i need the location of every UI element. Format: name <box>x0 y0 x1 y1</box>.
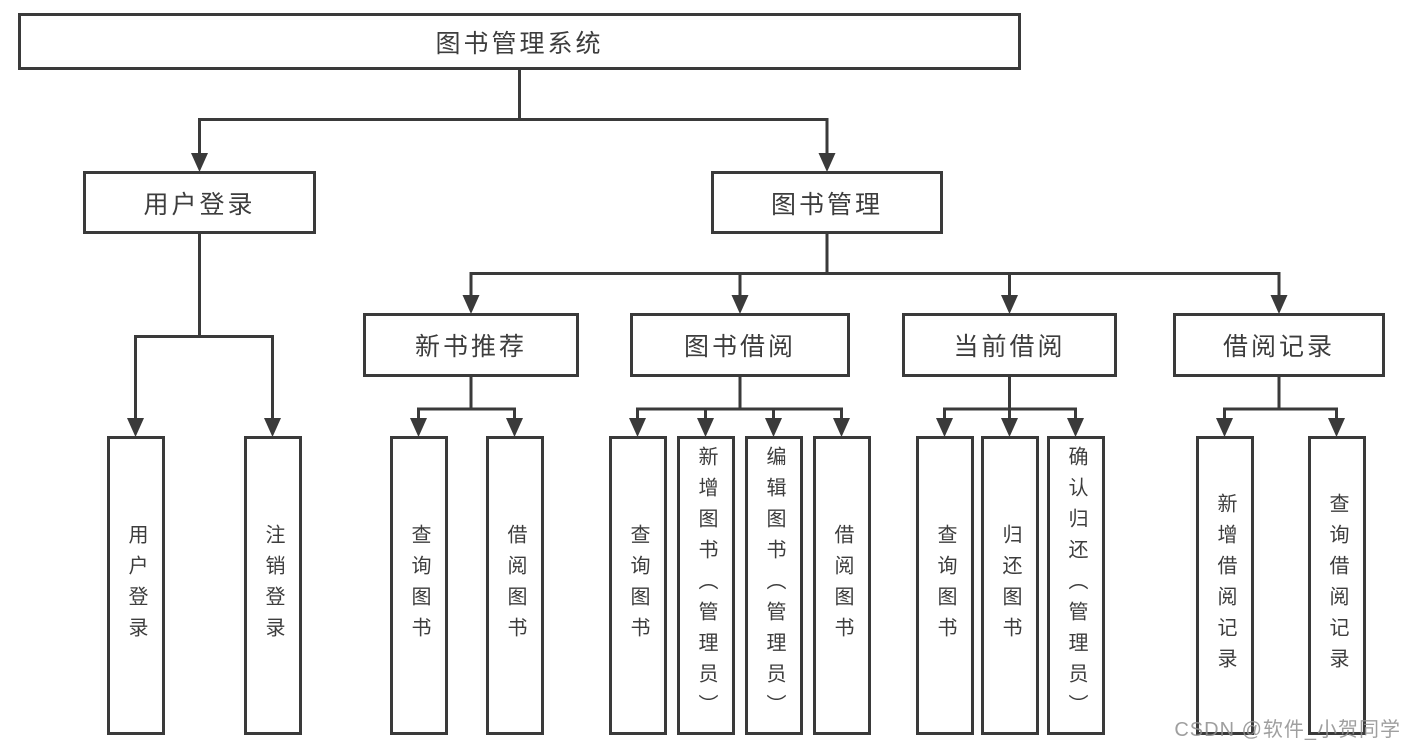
leaf-query-books-2: 查询图书 <box>609 436 667 735</box>
leaf-confirm-return-admin-label: 确认归还（管理员） <box>1065 446 1087 725</box>
leaf-borrow-books-2: 借阅图书 <box>813 436 871 735</box>
node-book-borrowing: 图书借阅 <box>630 313 850 377</box>
node-current-borrowing-label: 当前借阅 <box>953 333 1066 361</box>
csdn-watermark: CSDN @软件_小贺同学 <box>1174 719 1401 741</box>
leaf-logout: 注销登录 <box>244 436 302 735</box>
leaf-query-books-3: 查询图书 <box>916 436 974 735</box>
node-user-login: 用户登录 <box>83 171 316 234</box>
node-new-book-recommend: 新书推荐 <box>363 313 579 377</box>
node-library-system-label: 图书管理系统 <box>435 29 604 58</box>
leaf-query-books-1-label: 查询图书 <box>408 523 430 648</box>
leaf-query-books-3-label: 查询图书 <box>934 523 956 648</box>
leaf-borrow-books-1-label: 借阅图书 <box>504 523 526 648</box>
leaf-query-borrow-record: 查询借阅记录 <box>1308 436 1366 735</box>
leaf-return-books-label: 归还图书 <box>999 523 1021 648</box>
leaf-edit-books-admin-label: 编辑图书（管理员） <box>763 446 785 725</box>
leaf-user-login-label: 用户登录 <box>125 523 147 648</box>
leaf-query-borrow-record-label: 查询借阅记录 <box>1326 492 1348 679</box>
node-book-borrowing-label: 图书借阅 <box>683 333 796 361</box>
leaf-query-books-2-label: 查询图书 <box>627 523 649 648</box>
leaf-user-login: 用户登录 <box>107 436 165 735</box>
leaf-confirm-return-admin: 确认归还（管理员） <box>1047 436 1105 735</box>
leaf-edit-books-admin: 编辑图书（管理员） <box>745 436 803 735</box>
leaf-add-borrow-record: 新增借阅记录 <box>1196 436 1254 735</box>
node-book-management: 图书管理 <box>711 171 943 234</box>
node-new-book-recommend-label: 新书推荐 <box>414 333 527 361</box>
leaf-return-books: 归还图书 <box>981 436 1039 735</box>
node-current-borrowing: 当前借阅 <box>902 313 1117 377</box>
leaf-logout-label: 注销登录 <box>262 523 284 648</box>
leaf-add-books-admin-label: 新增图书（管理员） <box>695 446 717 725</box>
leaf-query-books-1: 查询图书 <box>390 436 448 735</box>
node-borrowing-records: 借阅记录 <box>1173 313 1385 377</box>
node-borrowing-records-label: 借阅记录 <box>1222 333 1335 361</box>
node-user-login-label: 用户登录 <box>143 190 256 219</box>
leaf-add-borrow-record-label: 新增借阅记录 <box>1214 492 1236 679</box>
node-library-system: 图书管理系统 <box>18 13 1021 70</box>
leaf-borrow-books-1: 借阅图书 <box>486 436 544 735</box>
node-book-management-label: 图书管理 <box>770 190 883 219</box>
leaf-borrow-books-2-label: 借阅图书 <box>831 523 853 648</box>
leaf-add-books-admin: 新增图书（管理员） <box>677 436 735 735</box>
